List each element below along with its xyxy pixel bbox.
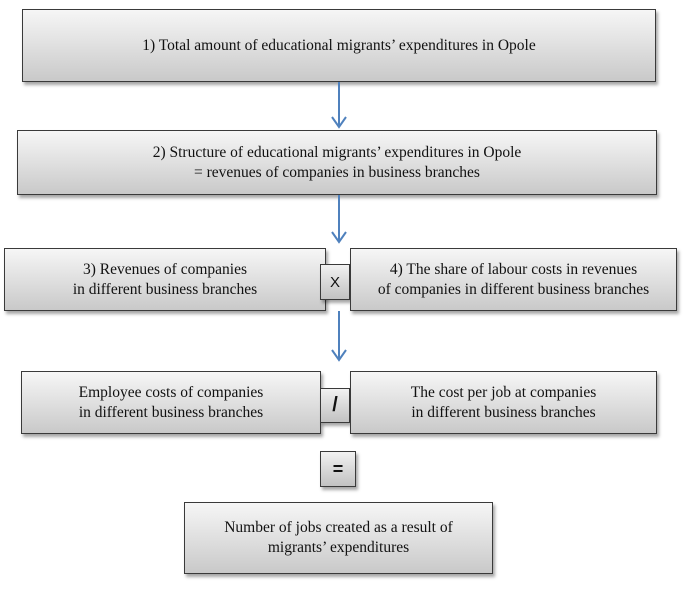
expenditure-structure-line2: = revenues of companies in business bran… — [194, 163, 480, 181]
arrow-down-2 — [331, 195, 347, 244]
divide-symbol: / — [332, 394, 338, 416]
company-revenues-line2: in different business branches — [72, 280, 258, 298]
jobs-created-line1: Number of jobs created as a result of — [224, 519, 453, 536]
total-expenditures-text: 1) Total amount of educational migrants’… — [142, 36, 536, 54]
jobs-created-line2: migrants’ expenditures — [267, 539, 410, 556]
expenditure-structure-box: 2) Structure of educational migrants’ ex… — [17, 130, 657, 195]
company-revenues-box: 3) Revenues of companies in different bu… — [4, 248, 326, 311]
expenditure-structure-line1: 2) Structure of educational migrants’ ex… — [152, 143, 522, 161]
multiply-operator: X — [320, 264, 350, 300]
labour-share-line2: of companies in different business branc… — [377, 280, 650, 298]
employee-costs-line2: in different business branches — [78, 403, 264, 421]
employee-costs-line1: Employee costs of companies — [78, 383, 264, 401]
cost-per-job-box: The cost per job at companies in differe… — [350, 371, 657, 434]
multiply-symbol: X — [329, 273, 340, 291]
labour-share-line1: 4) The share of labour costs in revenues — [389, 260, 638, 278]
equals-symbol: = — [332, 458, 344, 479]
total-expenditures-box: 1) Total amount of educational migrants’… — [22, 9, 656, 82]
equals-operator: = — [320, 451, 356, 487]
employee-costs-box: Employee costs of companies in different… — [21, 371, 321, 434]
jobs-created-box: Number of jobs created as a result of mi… — [184, 502, 493, 574]
arrow-down-1 — [331, 82, 347, 129]
arrow-down-3 — [331, 311, 347, 362]
cost-per-job-line2: in different business branches — [411, 403, 596, 421]
cost-per-job-line1: The cost per job at companies — [410, 383, 597, 401]
company-revenues-line1: 3) Revenues of companies — [83, 260, 247, 278]
labour-share-box: 4) The share of labour costs in revenues… — [350, 248, 677, 311]
divide-operator: / — [320, 388, 350, 423]
